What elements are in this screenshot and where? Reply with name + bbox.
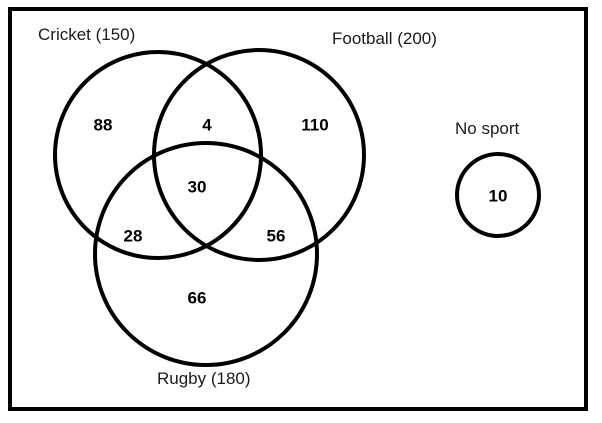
football-set-label: Football (200) xyxy=(332,29,437,48)
region-value-football-rugby: 56 xyxy=(266,226,286,246)
region-value-rugby-only: 66 xyxy=(187,288,207,308)
region-value-cricket-football: 4 xyxy=(202,115,212,135)
cricket-set-label: Cricket (150) xyxy=(38,25,136,44)
region-value-cricket-only: 88 xyxy=(93,115,113,135)
no-sport-label: No sport xyxy=(455,119,520,138)
no-sport-circle[interactable] xyxy=(455,152,541,238)
rugby-set-label: Rugby (180) xyxy=(157,369,251,388)
cricket-circle[interactable] xyxy=(53,50,263,260)
region-value-cricket-rugby: 28 xyxy=(123,226,143,246)
region-value-football-only: 110 xyxy=(301,115,329,135)
region-value-all-three: 30 xyxy=(187,177,207,197)
region-value-no-sport: 10 xyxy=(488,186,508,206)
rugby-circle[interactable] xyxy=(93,141,319,367)
